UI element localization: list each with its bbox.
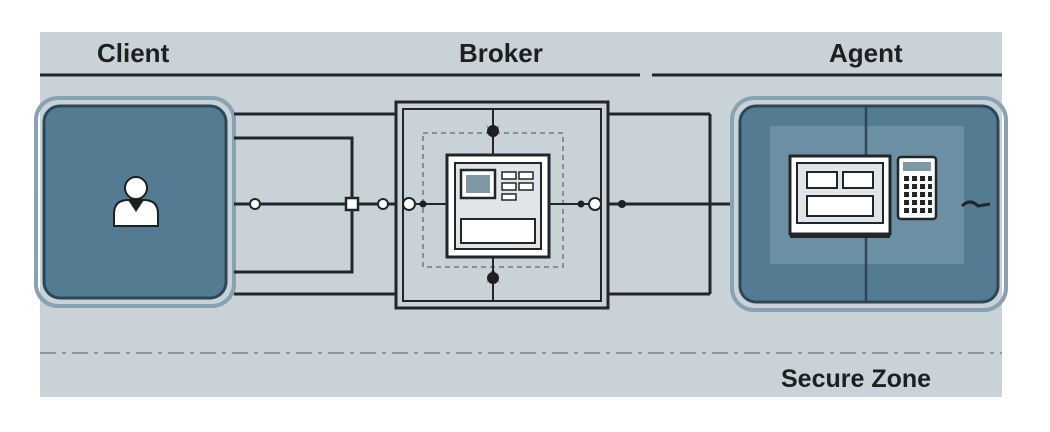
connector-port-3 [618,200,626,208]
broker-bottom-port [487,272,499,284]
agent-node-outer-ring [730,96,1008,312]
user-icon [113,176,159,227]
broker-right-port [588,197,602,211]
connector-port-1 [249,198,261,210]
server-icon [445,153,551,259]
agent-node [730,96,1008,312]
broker-left-port [402,197,416,211]
agent-outbound-link [960,200,991,208]
broker-agent-connectors [608,112,734,296]
monitor-icon [788,154,892,238]
client-node [34,96,236,308]
agent-label: Agent [829,38,903,68]
secure-zone-label: Secure Zone [781,365,932,393]
broker-label: Broker [459,38,543,68]
connector-port-2 [377,198,389,210]
client-node-outer-ring [34,96,236,308]
client-label: Client [97,38,170,68]
broker-node [394,100,610,310]
broker-top-port [487,125,499,137]
connector-junction [344,196,360,212]
keypad-icon [896,155,938,221]
